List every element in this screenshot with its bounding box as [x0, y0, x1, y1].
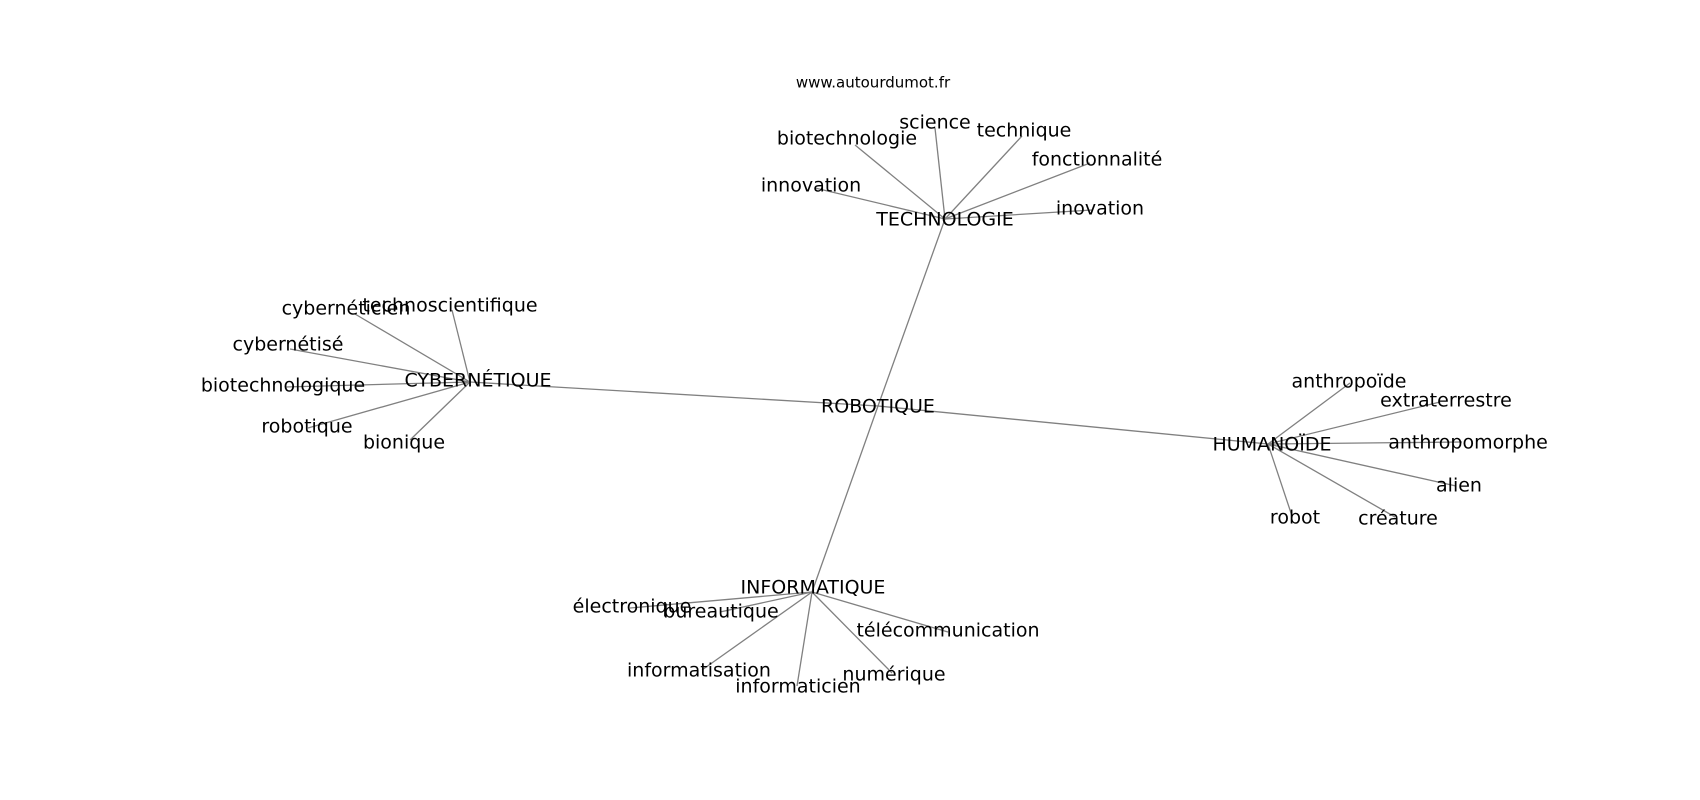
word-informaticien[interactable]: informaticien	[735, 676, 860, 698]
edges	[284, 127, 1463, 687]
edge-cybernetique-cybernetise	[289, 348, 471, 383]
edge-technologie-fonctionnalite	[944, 162, 1091, 220]
edge-informatique-telecommunication	[811, 591, 949, 633]
source-watermark: www.autourdumot.fr	[796, 74, 951, 92]
edge-humanoide-extraterrestre	[1267, 401, 1441, 445]
edge-technologie-inovation	[944, 209, 1093, 220]
edge-robotique-informatique	[811, 405, 879, 593]
word-creature[interactable]: créature	[1358, 508, 1438, 530]
edge-cybernetique-biotechnologique	[284, 381, 471, 388]
labels: www.autourdumot.fr ROBOTIQUE TECHNOLOGIE…	[201, 74, 1548, 698]
word-alien[interactable]: alien	[1436, 475, 1482, 497]
word-electronique[interactable]: électronique	[573, 596, 692, 618]
edge-informatique-informatisation	[701, 591, 813, 671]
word-cyberneticien[interactable]: cybernéticien	[282, 298, 411, 320]
word-robotique[interactable]: robotique	[261, 416, 352, 438]
word-inovation[interactable]: inovation	[1056, 198, 1144, 220]
word-technoscientifique[interactable]: technoscientifique	[362, 295, 537, 317]
edge-cybernetique-robotique	[307, 381, 471, 429]
edge-informatique-numerique	[811, 591, 893, 674]
word-telecommunication[interactable]: télécommunication	[856, 620, 1039, 642]
edge-humanoide-anthropomorphe	[1267, 441, 1463, 445]
word-biotechnologie[interactable]: biotechnologie	[777, 128, 917, 150]
word-robot[interactable]: robot	[1270, 507, 1320, 529]
edge-robotique-cybernetique	[469, 381, 879, 407]
edge-cybernetique-bionique	[409, 381, 471, 441]
word-extraterrestre[interactable]: extraterrestre	[1380, 390, 1512, 412]
word-science[interactable]: science	[899, 112, 971, 134]
edge-robotique-humanoide	[877, 405, 1269, 445]
word-anthropoide[interactable]: anthropoïde	[1292, 371, 1407, 393]
word-technique[interactable]: technique	[977, 120, 1072, 142]
word-cybernetise[interactable]: cybernétisé	[233, 334, 344, 356]
edge-informatique-electronique	[629, 591, 813, 609]
word-numerique[interactable]: numérique	[842, 664, 945, 686]
word-bureautique[interactable]: bureautique	[663, 601, 778, 623]
edge-humanoide-alien	[1267, 443, 1457, 487]
edge-humanoide-creature	[1267, 443, 1396, 518]
hub-humanoide: HUMANOÏDE	[1213, 433, 1332, 456]
edge-cybernetique-cyberneticien	[354, 313, 471, 383]
word-biotechnologique[interactable]: biotechnologique	[201, 375, 365, 397]
edge-informatique-informaticien	[796, 591, 813, 687]
edge-informatique-bureautique	[719, 591, 813, 613]
edge-cybernetique-technoscientifique	[451, 309, 471, 383]
edge-technologie-technique	[944, 135, 1023, 220]
word-innovation[interactable]: innovation	[761, 175, 861, 197]
edge-robotique-technologie	[877, 218, 946, 407]
edge-technologie-biotechnologie	[854, 144, 946, 220]
edge-humanoide-anthropoide	[1267, 382, 1351, 445]
hub-technologie: TECHNOLOGIE	[875, 209, 1014, 231]
center-node: ROBOTIQUE	[821, 396, 935, 418]
word-fonctionnalite[interactable]: fonctionnalité	[1032, 149, 1163, 171]
edge-technologie-science	[934, 127, 946, 220]
hub-cybernetique: CYBERNÉTIQUE	[404, 369, 551, 392]
hub-informatique: INFORMATIQUE	[741, 577, 886, 599]
edge-technologie-innovation	[814, 187, 946, 220]
edge-humanoide-robot	[1267, 443, 1293, 517]
word-bionique[interactable]: bionique	[363, 432, 445, 454]
word-anthropomorphe[interactable]: anthropomorphe	[1388, 432, 1548, 454]
word-informatisation[interactable]: informatisation	[627, 660, 771, 682]
